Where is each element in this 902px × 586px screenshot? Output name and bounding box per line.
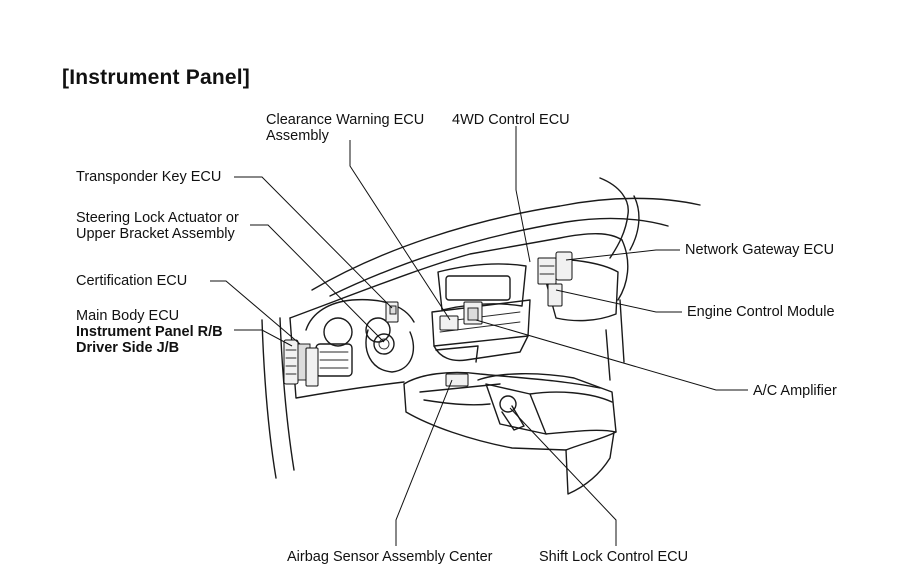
clearance-warning-ecu-module <box>439 315 459 331</box>
leader-network-gateway <box>565 249 680 261</box>
label-certification-ecu: Certification ECU <box>76 273 188 289</box>
network-gateway-ecu-module <box>537 251 573 285</box>
label-driver-side-jb: Driver Side J/B <box>76 340 180 356</box>
label-shift-lock-control-ecu: Shift Lock Control ECU <box>539 549 689 565</box>
label-main-body-group: Main Body ECU Instrument Panel R/B Drive… <box>76 308 223 356</box>
label-ac-amplifier: A/C Amplifier <box>753 383 837 399</box>
label-airbag-sensor-assembly-center: Airbag Sensor Assembly Center <box>287 549 493 565</box>
label-steering-line2: Upper Bracket Assembly <box>76 226 235 242</box>
ac-amplifier-module <box>463 301 483 325</box>
main-body-ecu-module <box>283 339 319 387</box>
label-4wd-control-ecu: 4WD Control ECU <box>452 112 570 128</box>
leader-airbag <box>395 379 453 546</box>
transponder-key-ecu-module <box>385 301 399 323</box>
label-clearance-warning-ecu: Clearance Warning ECU Assembly <box>266 112 424 144</box>
leader-main-body <box>234 329 293 347</box>
leader-certification <box>210 280 301 345</box>
label-steering-line1: Steering Lock Actuator or <box>76 210 239 226</box>
engine-control-module <box>547 283 563 307</box>
label-clearance-warning-line2: Assembly <box>266 128 329 144</box>
label-engine-control-module: Engine Control Module <box>687 304 835 320</box>
leader-clearance-warning <box>349 140 451 321</box>
leader-shift-lock <box>509 407 617 546</box>
label-instrument-panel-rb: Instrument Panel R/B <box>76 324 223 340</box>
leader-ac-amplifier <box>475 319 748 391</box>
label-steering-lock-actuator: Steering Lock Actuator or Upper Bracket … <box>76 210 239 242</box>
leader-engine-control <box>555 289 682 313</box>
airbag-sensor-module <box>445 373 469 387</box>
leader-lines <box>210 126 748 546</box>
page-title: [Instrument Panel] <box>62 66 250 89</box>
label-main-body-ecu: Main Body ECU <box>76 308 180 324</box>
leader-4wd <box>515 126 531 263</box>
label-network-gateway-ecu: Network Gateway ECU <box>685 242 835 258</box>
leader-steering <box>250 224 385 343</box>
label-transponder-key-ecu: Transponder Key ECU <box>76 169 222 185</box>
leader-transponder <box>234 176 393 309</box>
label-clearance-warning-line1: Clearance Warning ECU <box>266 112 425 128</box>
